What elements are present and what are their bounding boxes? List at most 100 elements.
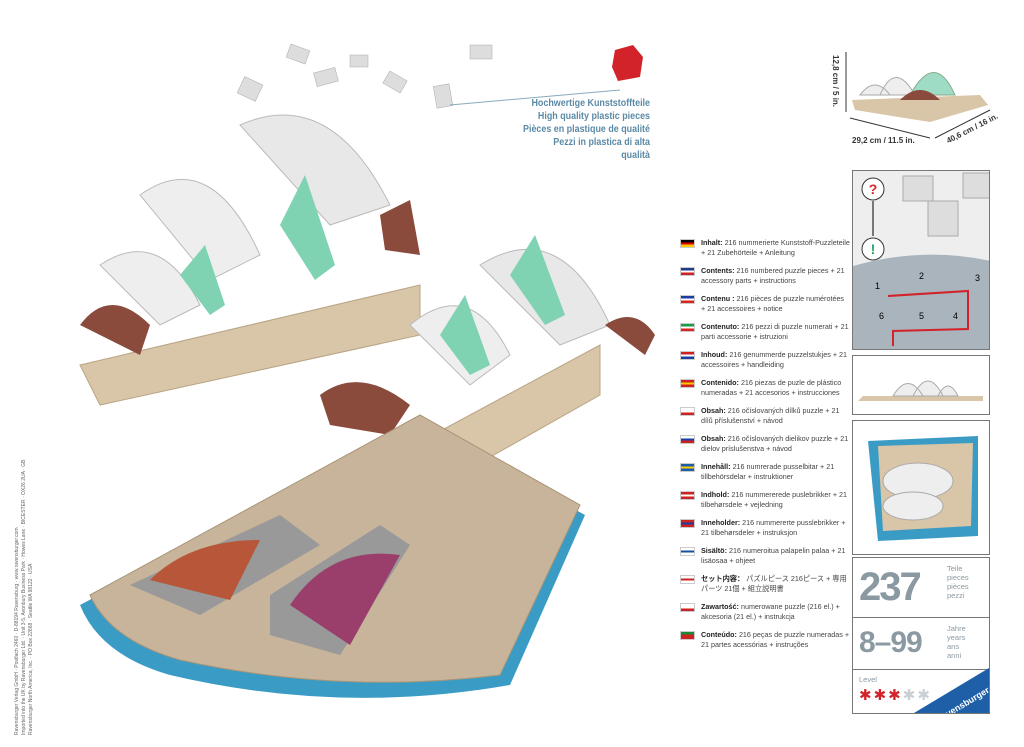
- contents-text: パズルピース 216ピース + 専用パーツ 21個 + 組立説明書: [701, 574, 847, 593]
- contents-text: 216 nummerierte Kunststoff-Puzzleteile +…: [701, 238, 850, 257]
- flag-fi-icon: [680, 547, 695, 556]
- top-view-panel: [852, 420, 990, 555]
- assembly-path-arrow: [887, 289, 969, 346]
- exclamation-icon: [861, 237, 885, 261]
- contents-item-jp: セット内容： パズルピース 216ピース + 専用パーツ 21個 + 組立説明書: [680, 574, 850, 593]
- contents-item-dk: Indhold: 216 nummererede puslebrikker + …: [680, 490, 850, 509]
- contents-label: Sisältö:: [701, 546, 727, 555]
- contents-text: 216 očíslovaných dílků puzzle + 21 dílů …: [701, 406, 840, 425]
- exploded-model-illustration: [79, 43, 655, 698]
- flag-pt-icon: [680, 631, 695, 640]
- contents-entry: Obsah: 216 očíslovaných dílků puzzle + 2…: [701, 406, 850, 425]
- contents-text: 216 pezzi di puzzle numerati + 21 parti …: [701, 322, 849, 341]
- question-icon: [861, 177, 885, 201]
- loose-pieces: [236, 43, 493, 109]
- level-piece-icon: ✱: [859, 687, 872, 704]
- quality-fr: Pièces en plastique de qualité: [523, 123, 650, 135]
- red-puzzle-icon: [612, 45, 643, 81]
- contents-label: セット内容：: [701, 574, 745, 583]
- age-row: 8–99 Jahre years ans anni: [853, 618, 989, 670]
- upper-model: [79, 114, 421, 406]
- info-box: 237 Teile pieces pièces pezzi 8–99 Jahre…: [852, 557, 990, 714]
- step-number: 1: [875, 281, 880, 291]
- pieces-label: pièces: [947, 582, 969, 591]
- contents-entry: Inhoud: 216 genummerde puzzelstukjes + 2…: [701, 350, 850, 369]
- contents-entry: Contenido: 216 piezas de puzle de plásti…: [701, 378, 850, 397]
- contents-item-pl: Zawartość: numerowane puzzle (216 el.) +…: [680, 602, 850, 621]
- flag-gb-us-icon: [680, 267, 695, 276]
- level-label: Level: [859, 675, 877, 684]
- pieces-label: Teile: [947, 564, 963, 573]
- contents-item-sk: Obsah: 216 očíslovaných dielikov puzzle …: [680, 434, 850, 453]
- step-number: 4: [953, 311, 958, 321]
- contents-text: 216 peças de puzzle numeradas + 21 parte…: [701, 630, 850, 649]
- contents-text: 216 nummererede puslebrikker + 21 tilbeh…: [701, 490, 848, 509]
- pieces-label: pezzi: [947, 591, 965, 600]
- contents-text: 216 nummererte pusslebrikker + 21 tilbeh…: [701, 518, 846, 537]
- contents-label: Inhalt:: [701, 238, 723, 247]
- flag-nl-icon: [680, 351, 695, 360]
- level-rating: ✱✱✱✱✱: [859, 686, 930, 704]
- contents-item-gb-us: Contents: 216 numbered puzzle pieces + 2…: [680, 266, 850, 285]
- level-piece-icon: ✱: [873, 687, 887, 704]
- top-view-image: [868, 436, 978, 541]
- flag-jp-icon: [680, 575, 695, 584]
- contents-label: Contenu :: [701, 294, 735, 303]
- age-range: 8–99: [859, 626, 923, 659]
- contents-item-nl: Inhoud: 216 genummerde puzzelstukjes + 2…: [680, 350, 850, 369]
- contents-text: numerowane puzzle (216 el.) + akcesoria …: [701, 602, 840, 621]
- contents-label: Contents:: [701, 266, 735, 275]
- flag-se-icon: [680, 463, 695, 472]
- quality-it: Pezzi in plastica di alta qualità: [553, 136, 650, 161]
- assembly-hint-image: ? ! 1 2 3 4 5 6: [853, 172, 989, 349]
- contents-text: 216 numbered puzzle pieces + 21 accessor…: [701, 266, 845, 285]
- contents-entry: Contents: 216 numbered puzzle pieces + 2…: [701, 266, 850, 285]
- legal-line: Ravensburger Verlag GmbH · Postfach 2460…: [14, 527, 20, 735]
- exclamation-mark-glyph: !: [871, 241, 876, 257]
- front-view-panel: [852, 355, 990, 415]
- contents-label: Obsah:: [701, 434, 726, 443]
- contents-label: Zawartość:: [701, 602, 739, 611]
- age-label: anni: [947, 651, 962, 660]
- contents-label: Inhoud:: [701, 350, 728, 359]
- contents-entry: Obsah: 216 očíslovaných dielikov puzzle …: [701, 434, 850, 453]
- contents-label: Innehåll:: [701, 462, 731, 471]
- contents-entry: Contenu : 216 pièces de puzzle numérotée…: [701, 294, 850, 313]
- age-label: years: [947, 633, 966, 642]
- base-plate: [80, 414, 585, 698]
- contents-label: Contenuto:: [701, 322, 740, 331]
- contents-item-de: Inhalt: 216 nummerierte Kunststoff-Puzzl…: [680, 238, 850, 257]
- flag-no-icon: [680, 519, 695, 528]
- step-number: 2: [919, 271, 924, 281]
- contents-entry: Zawartość: numerowane puzzle (216 el.) +…: [701, 602, 850, 621]
- contents-label: Inneholder:: [701, 518, 741, 527]
- level-piece-icon: ✱: [902, 687, 916, 704]
- legal-address: Ravensburger Verlag GmbH · Postfach 2460…: [14, 460, 35, 735]
- contents-entry: セット内容： パズルピース 216ピース + 専用パーツ 21個 + 組立説明書: [701, 574, 850, 593]
- age-label: Jahre: [947, 624, 966, 633]
- contents-list: Inhalt: 216 nummerierte Kunststoff-Puzzl…: [680, 238, 850, 658]
- step-number: 3: [975, 273, 980, 283]
- flag-pl-icon: [680, 603, 695, 612]
- contents-entry: Conteúdo: 216 peças de puzzle numeradas …: [701, 630, 850, 649]
- contents-entry: Inneholder: 216 nummererte pusslebrikker…: [701, 518, 850, 537]
- legal-line: Imported into the UK by Ravensburger Ltd…: [21, 459, 27, 735]
- level-piece-icon: ✱: [888, 687, 901, 704]
- contents-item-se: Innehåll: 216 numrerade pusselbitar + 21…: [680, 462, 850, 481]
- plastic-quality-heading: Hochwertige Kunststoffteile High quality…: [500, 97, 650, 162]
- contents-item-fi: Sisältö: 216 numeroitua palapelin palaa …: [680, 546, 850, 565]
- contents-item-pt: Conteúdo: 216 peças de puzzle numeradas …: [680, 630, 850, 649]
- quality-en: High quality plastic pieces: [537, 110, 650, 122]
- contents-text: 216 genummerde puzzelstukjes + 21 access…: [701, 350, 848, 369]
- step-number: 5: [919, 311, 924, 321]
- contents-item-it: Contenuto: 216 pezzi di puzzle numerati …: [680, 322, 850, 341]
- width-label: 29,2 cm / 11.5 in.: [852, 136, 915, 145]
- flag-it-icon: [680, 323, 695, 332]
- flag-es-icon: [680, 379, 695, 388]
- pieces-label: pieces: [947, 573, 969, 582]
- assembly-hint-panel: ? ! 1 2 3 4 5 6: [852, 170, 990, 350]
- age-label: ans: [947, 642, 960, 651]
- front-view-image: [858, 380, 983, 401]
- contents-entry: Indhold: 216 nummererede puslebrikker + …: [701, 490, 850, 509]
- quality-de: Hochwertige Kunststoffteile: [531, 97, 650, 109]
